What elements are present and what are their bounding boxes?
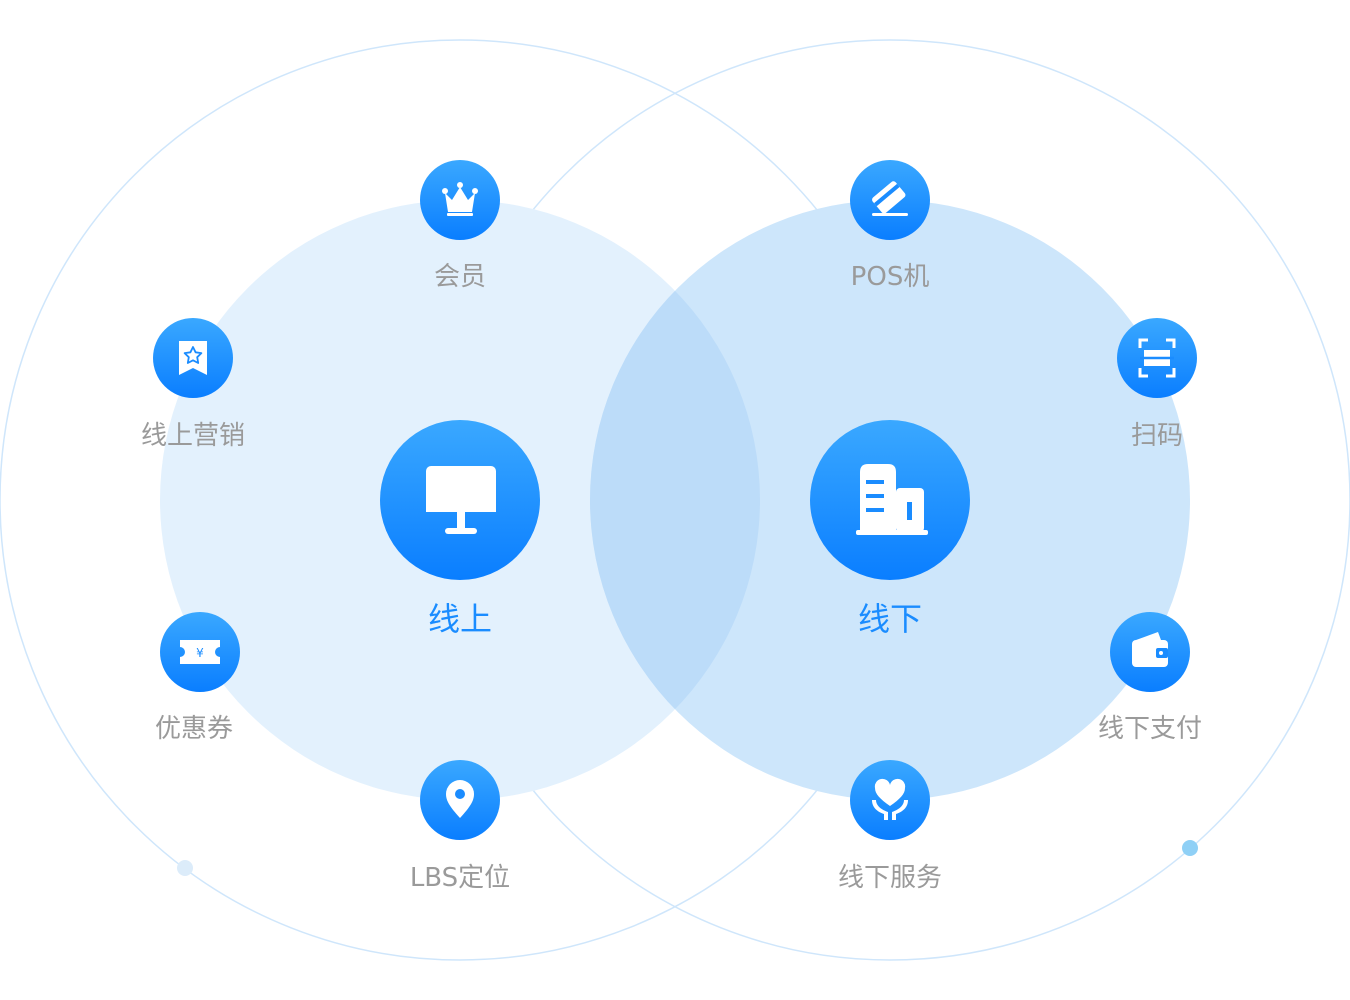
svg-text:¥: ¥	[196, 646, 204, 660]
ring-dot-left	[177, 860, 193, 876]
node-offline-payment-label: 线下支付	[1098, 714, 1202, 744]
node-offline-payment[interactable]: 线下支付	[1098, 612, 1202, 744]
yuan-ticket-icon: ¥	[180, 640, 220, 664]
node-coupon[interactable]: ¥ 优惠券	[155, 612, 240, 744]
wallet-icon	[1132, 632, 1168, 667]
building-icon	[856, 464, 928, 535]
node-offline-service[interactable]: 线下服务	[838, 760, 942, 893]
node-pos[interactable]: POS机	[850, 160, 930, 292]
node-coupon-label: 优惠券	[155, 714, 233, 744]
scan-frame-icon	[1138, 338, 1176, 378]
hub-online-label: 线上	[428, 600, 492, 638]
hub-offline[interactable]: 线下	[810, 420, 970, 638]
node-member[interactable]: 会员	[420, 160, 500, 292]
node-lbs[interactable]: LBS定位	[410, 760, 510, 893]
node-scan[interactable]: 扫码	[1117, 318, 1197, 451]
node-member-label: 会员	[434, 262, 486, 292]
heart-hands-icon	[872, 778, 908, 820]
node-offline-service-label: 线下服务	[838, 863, 942, 893]
node-scan-label: 扫码	[1131, 421, 1183, 451]
node-online-marketing-label: 线上营销	[141, 421, 245, 451]
node-online-marketing[interactable]: 线上营销	[141, 318, 245, 451]
crown-icon	[442, 182, 478, 216]
hub-offline-label: 线下	[858, 600, 922, 638]
location-pin-icon	[446, 780, 474, 818]
node-lbs-label: LBS定位	[410, 863, 510, 893]
ring-dot-right	[1182, 840, 1198, 856]
bookmark-star-icon	[179, 341, 207, 375]
monitor-icon	[426, 466, 496, 534]
hub-online[interactable]: 线上	[380, 420, 540, 638]
card-swipe-icon	[872, 181, 908, 216]
node-pos-label: POS机	[851, 262, 930, 292]
